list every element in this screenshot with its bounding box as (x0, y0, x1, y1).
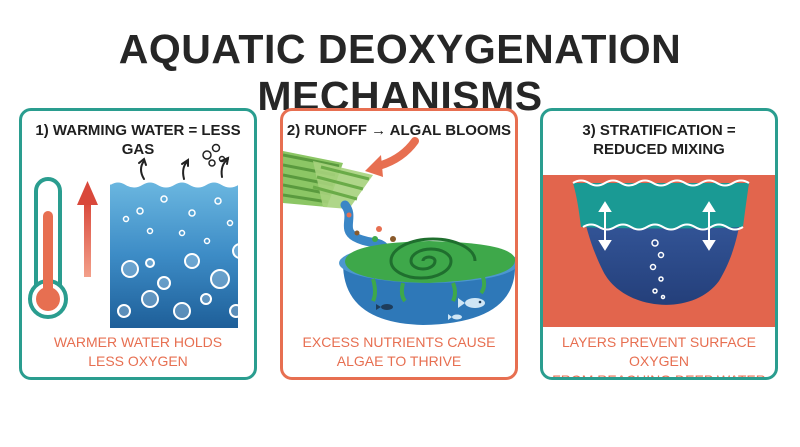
page-title: AQUATIC DEOXYGENATION MECHANISMS (118, 26, 682, 119)
panel-stratification: 3) STRATIFICATION = REDUCED MIXING (540, 108, 778, 380)
panel-title: 1) WARMING WATER = LESS GAS (35, 122, 241, 158)
panel-caption: EXCESS NUTRIENTS CAUSE ALGAE TO THRIVE (302, 334, 496, 369)
water-body (110, 181, 238, 328)
algae-swirl-icon (345, 237, 515, 303)
panel-title: 2) RUNOFF → ALGAL BLOOMS (286, 122, 512, 139)
thermometer-icon (28, 177, 68, 319)
panel-title: 3) STRATIFICATION = REDUCED MIXING (582, 122, 736, 158)
panel-caption: WARMER WATER HOLDS LESS OXYGEN (53, 334, 223, 369)
thermocline (582, 223, 744, 231)
fish-icon (376, 298, 485, 320)
escaping-gas-arrows (138, 156, 230, 180)
runoff-illustration (283, 137, 515, 325)
bubbles-upper (122, 195, 234, 245)
warming-illustration (28, 143, 248, 328)
stratification-illustration (543, 175, 775, 327)
double-arrow-icon (598, 201, 716, 251)
bubbles-lower (117, 243, 248, 320)
panel-caption: LAYERS PREVENT SURFACE OXYGEN FROM REACH… (552, 334, 766, 380)
up-arrow-icon (77, 181, 98, 277)
curved-arrow-icon (365, 137, 419, 177)
panel-warming: 1) WARMING WATER = LESS GAS (19, 108, 257, 380)
bubbles-icon (649, 239, 666, 300)
panel-runoff: 2) RUNOFF → ALGAL BLOOMS (280, 108, 518, 380)
gas-bubbles (202, 143, 226, 167)
surface-layer (573, 183, 749, 229)
farm-field-icon (283, 151, 373, 209)
